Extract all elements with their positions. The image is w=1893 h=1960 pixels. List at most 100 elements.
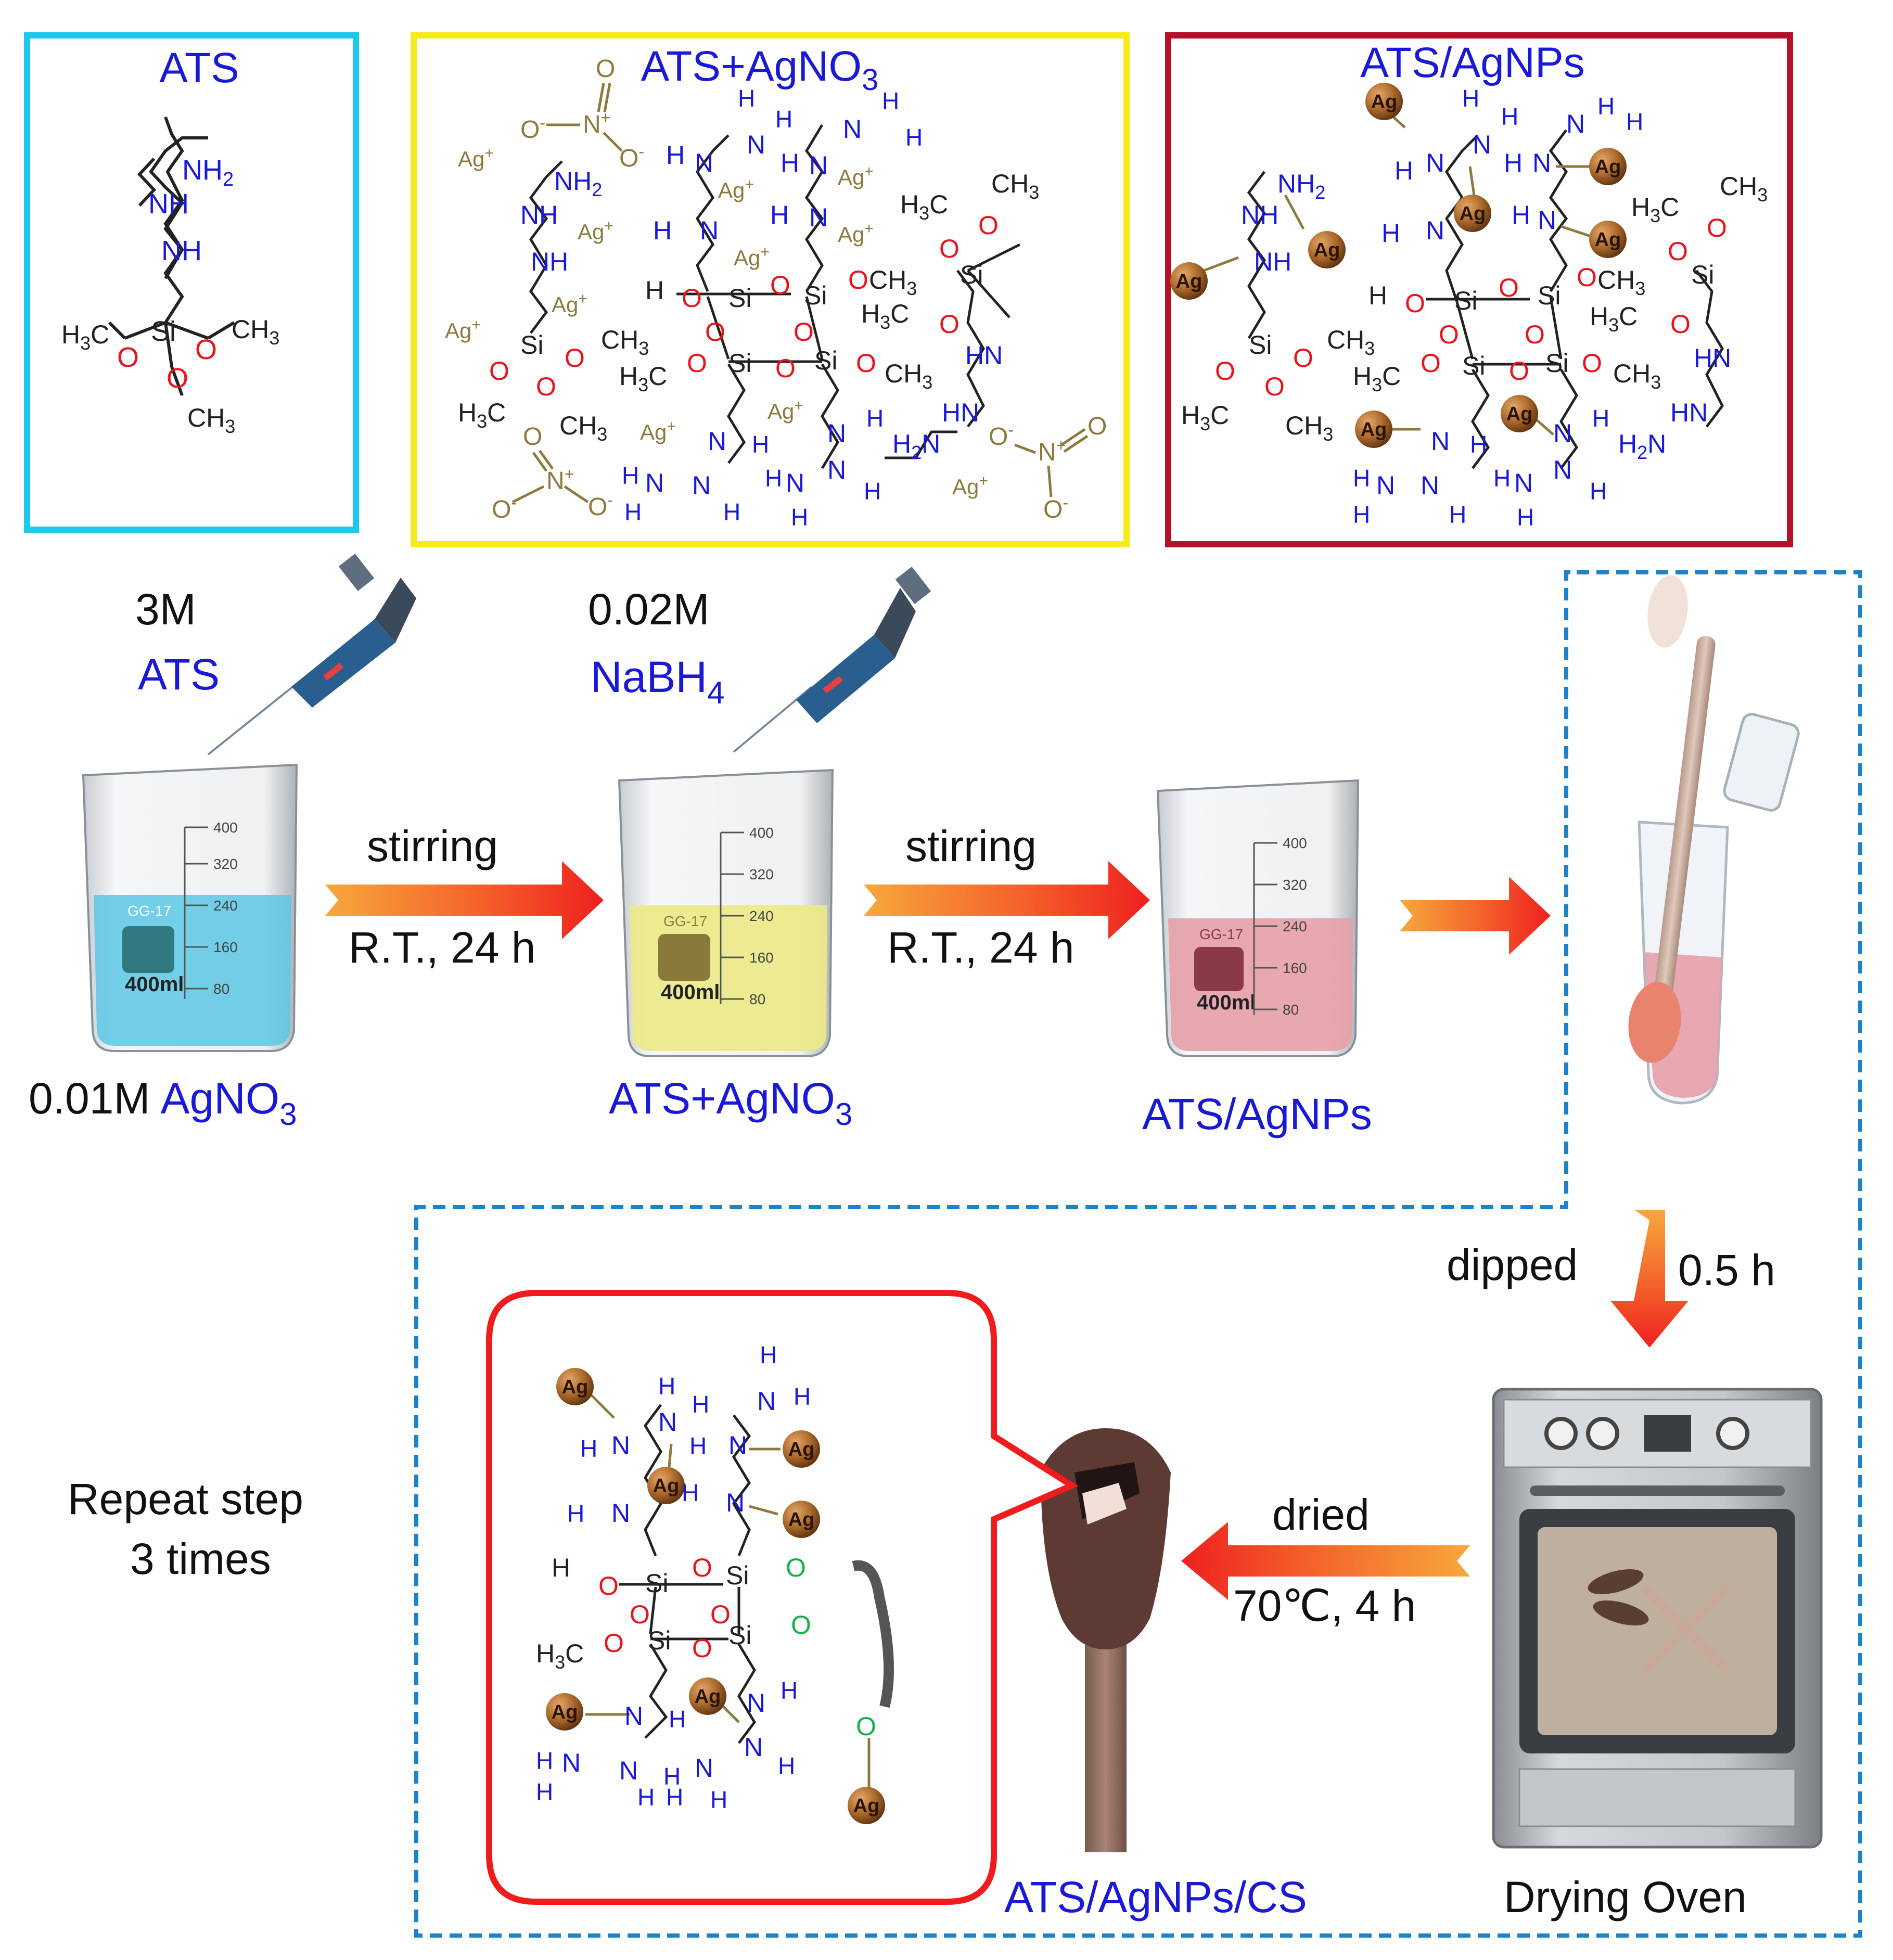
beaker1-mark-240: 240 bbox=[213, 898, 238, 914]
ats-panel-frame bbox=[24, 32, 359, 533]
oven-label: Drying Oven bbox=[1504, 1873, 1747, 1921]
ats-nh-label-1: NH bbox=[148, 188, 189, 220]
p2-o-13: O bbox=[978, 211, 999, 240]
dashed-process-frame bbox=[414, 570, 1862, 1938]
arrow-to-tube bbox=[1400, 877, 1551, 955]
reagent1-concentration: 3M bbox=[135, 585, 196, 634]
p3-h-label-10: H bbox=[1517, 504, 1534, 531]
p2-h-label-7: H bbox=[864, 478, 881, 505]
p3-o-11: O bbox=[1264, 372, 1285, 401]
ats-agnps-panel-title: ATS/AgNPs bbox=[1360, 39, 1584, 86]
b-si-2: Si bbox=[726, 1561, 749, 1590]
p2-ch3-2: CH3 bbox=[885, 359, 932, 393]
drying-oven-icon bbox=[1492, 1388, 1823, 1849]
p3-o-14: O bbox=[1670, 310, 1691, 339]
p3-hn-label-2: H bbox=[1504, 148, 1523, 177]
p3-n-label-1: N bbox=[1473, 130, 1491, 159]
beaker3-mark-320: 320 bbox=[1283, 877, 1307, 893]
product-label: ATS/AgNPs/CS bbox=[1004, 1873, 1307, 1921]
beaker2-volume: 400ml bbox=[661, 981, 720, 1004]
beaker3-volume: 400ml bbox=[1197, 991, 1256, 1014]
b-n-2: N bbox=[658, 1407, 677, 1437]
nitrate-o-left: O- bbox=[520, 113, 545, 144]
p3-h-label-7: H bbox=[1590, 478, 1607, 505]
ag-label-b-3: Ag bbox=[788, 1439, 815, 1461]
p2-o-7: O bbox=[687, 349, 707, 378]
p3-o-6: O bbox=[1509, 356, 1529, 386]
ats-agno3-panel-title: ATS+AgNO3 bbox=[641, 43, 879, 97]
p3-o-3: O bbox=[1577, 263, 1597, 292]
b-h-9: H bbox=[637, 1784, 655, 1811]
p2-o-12: O bbox=[939, 234, 960, 263]
p2-o-5: O bbox=[794, 317, 814, 347]
p2-h-label-1: H bbox=[738, 85, 755, 112]
p2-o-6: O bbox=[775, 354, 796, 383]
beaker3-mark-400: 400 bbox=[1283, 835, 1307, 851]
nitrate-n-bottom: N+ bbox=[546, 465, 574, 495]
p2-h-o: H bbox=[645, 276, 664, 305]
nitrate2-o-right: O bbox=[1088, 413, 1107, 440]
nitrate2-n: N+ bbox=[1038, 436, 1066, 466]
b-n-11: N bbox=[619, 1756, 638, 1785]
ag-ion-6: Ag+ bbox=[734, 244, 770, 270]
beaker1-mark-160: 160 bbox=[213, 939, 238, 955]
p2-o-9: O bbox=[565, 343, 585, 373]
ag-label-p3-1: Ag bbox=[1371, 91, 1398, 113]
b-n-8: N bbox=[747, 1688, 765, 1718]
p2-h-label-3: H bbox=[882, 87, 899, 114]
ag-label-b-7: Ag bbox=[853, 1795, 880, 1817]
arrow-stirring-2 bbox=[864, 861, 1150, 939]
arrow2-bottom-label: R.T., 24 h bbox=[887, 923, 1075, 972]
ats-si-label: Si bbox=[151, 316, 176, 347]
p3-h3c-4: H3C bbox=[1590, 302, 1638, 336]
p2-o-8: O bbox=[856, 349, 876, 378]
nitrate-o-bottom-left: O- bbox=[492, 493, 517, 523]
b-n-1: N bbox=[757, 1387, 776, 1416]
arrow2-top-label: stirring bbox=[905, 822, 1037, 870]
dipped-label: dipped bbox=[1447, 1240, 1578, 1289]
p2-n-label-6: N bbox=[809, 203, 828, 232]
pipette-icon-2 bbox=[733, 567, 931, 753]
p2-h2n-label: H2N bbox=[892, 429, 940, 463]
p3-n-label-10: N bbox=[1421, 471, 1439, 500]
nitrate2-o-bottom: O- bbox=[1043, 493, 1068, 523]
ag-particles-panel3 bbox=[1170, 83, 1627, 448]
p2-n-label-5: N bbox=[700, 216, 719, 245]
zoom-bubble-frame bbox=[486, 1290, 1079, 1905]
b-o-3: O bbox=[630, 1600, 650, 1629]
p2-hn-label-4: H bbox=[770, 200, 789, 229]
ag-label-p3-8: Ag bbox=[1506, 403, 1533, 425]
p2-nh2-label: NH2 bbox=[554, 166, 602, 200]
ag-ion-1: Ag+ bbox=[458, 145, 494, 171]
beaker-1-agno3: 400ml 400 320 240 160 80 GG-17 bbox=[82, 763, 298, 1052]
p3-h-label-4: H bbox=[1626, 108, 1643, 135]
repeat-line1: Repeat step bbox=[68, 1475, 303, 1523]
p2-hn-label-2: H bbox=[781, 148, 799, 177]
b-hn-1: H bbox=[580, 1435, 597, 1462]
p3-o-8: O bbox=[1582, 349, 1602, 378]
p2-nh-label-1: NH bbox=[520, 200, 558, 229]
p2-n-label-7: N bbox=[708, 427, 726, 456]
p2-ch3-5: CH3 bbox=[991, 169, 1039, 203]
bubble-ag-particles bbox=[546, 1368, 885, 1824]
p3-o-10: O bbox=[1215, 356, 1235, 386]
ats-agnps-network bbox=[1247, 129, 1724, 469]
p2-h-label-6: H bbox=[866, 405, 884, 432]
b-hn-4: H bbox=[682, 1479, 699, 1506]
p3-n-label-6: N bbox=[1538, 206, 1556, 235]
b-h-5: H bbox=[669, 1706, 686, 1733]
beaker1-mark-80: 80 bbox=[213, 981, 229, 997]
ag-ion-8: Ag+ bbox=[445, 316, 481, 343]
p3-o-13: O bbox=[1707, 213, 1727, 242]
p3-si-5: Si bbox=[1249, 330, 1272, 360]
b-n-9: N bbox=[744, 1733, 763, 1762]
b-o-5: O bbox=[692, 1634, 712, 1663]
ats-o-label-3: O bbox=[167, 363, 188, 394]
ag-label-b-6: Ag bbox=[695, 1686, 721, 1708]
ag-ion-3: Ag+ bbox=[718, 176, 754, 202]
p3-hn-label-4: H bbox=[1512, 200, 1530, 229]
b-o-green-1: O bbox=[786, 1553, 806, 1582]
ats-o-label-1: O bbox=[117, 342, 139, 373]
ag-ion-10: Ag+ bbox=[640, 418, 676, 444]
